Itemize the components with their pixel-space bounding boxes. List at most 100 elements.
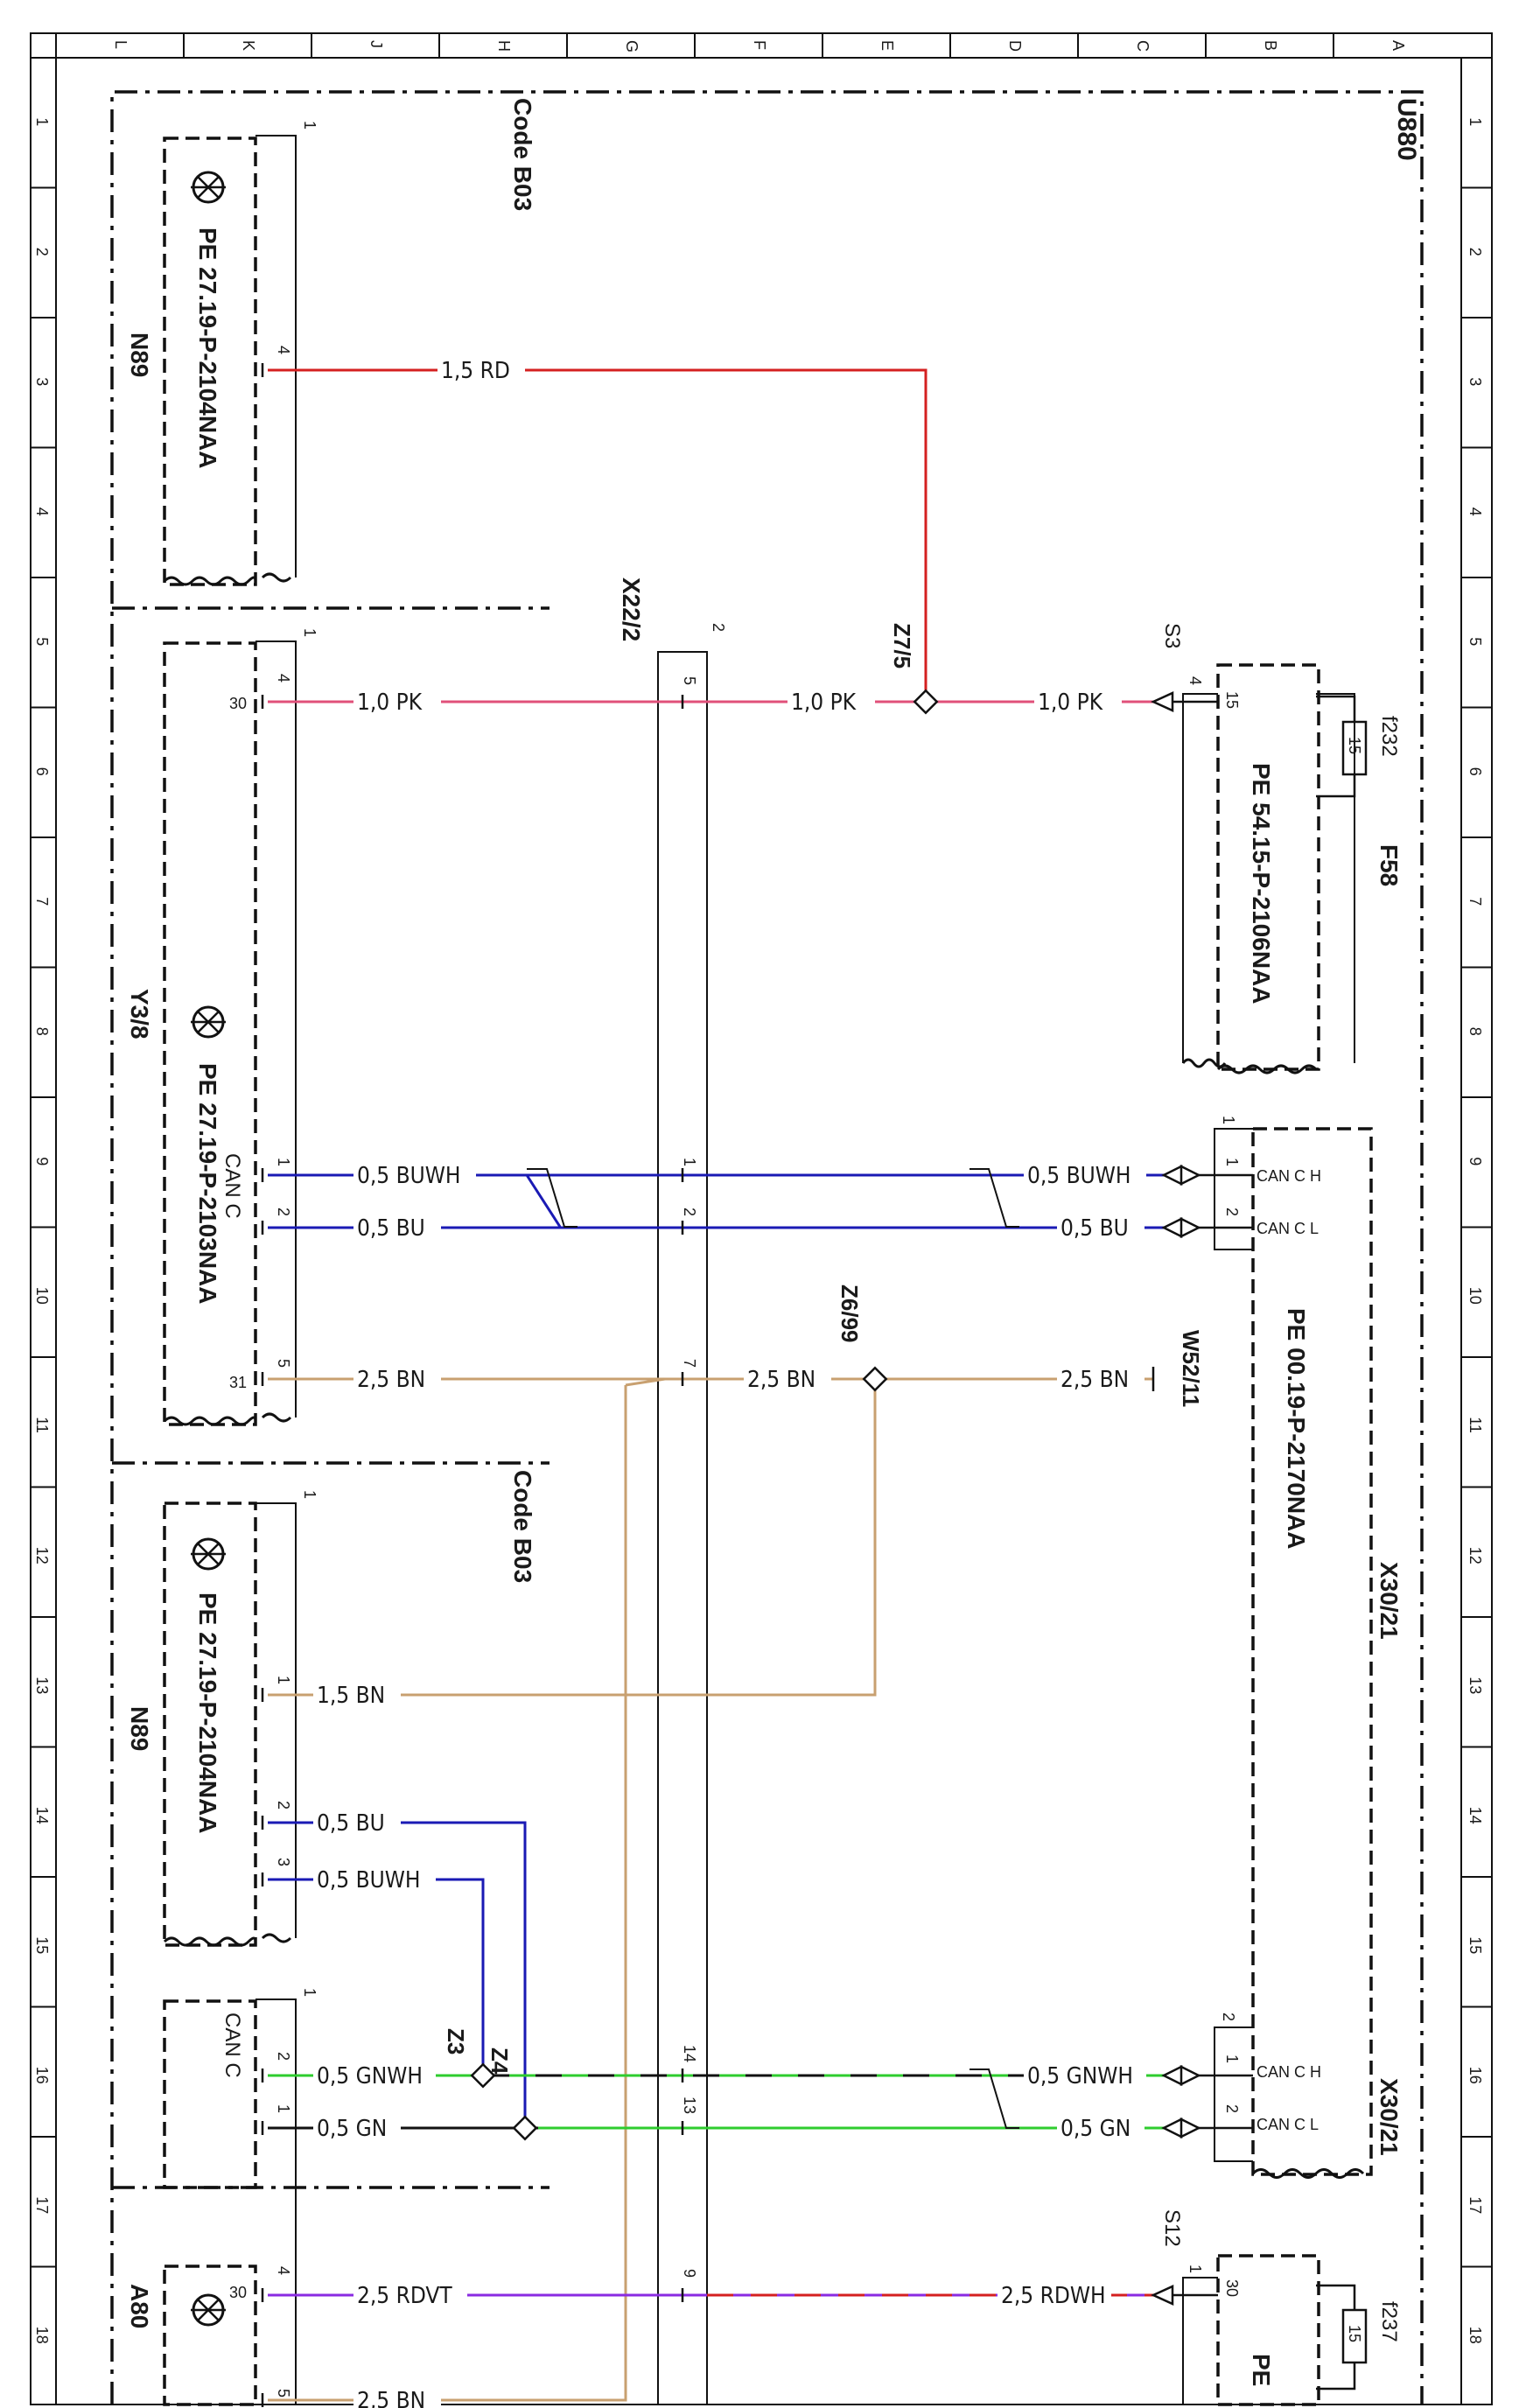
x30-21-can-l: CAN C L <box>1256 1220 1319 1237</box>
x30-21-break <box>1251 2168 1365 2179</box>
x30-21-pin-top-lower: 2 <box>1220 2012 1237 2021</box>
column-label: H <box>495 40 513 52</box>
fuse-f232-value: 15 <box>1346 737 1363 754</box>
f237-ref: PE <box>1248 2354 1275 2386</box>
f237-pin-1: 1 <box>1186 2264 1204 2273</box>
wire-label-bu-b: 0,5 BU <box>1060 1215 1129 1242</box>
row-label-right: 3 <box>1466 377 1484 386</box>
wire-label-bn-c: 2,5 BN <box>1060 1367 1129 1393</box>
f58-ref: PE 54.15-P-2106NAA <box>1248 763 1275 1004</box>
row-label-right: 11 <box>1466 1417 1484 1433</box>
n89-bottom-label: N89 <box>126 1706 153 1751</box>
wire-label-bn-b: 2,5 BN <box>747 1367 816 1393</box>
column-label: L <box>112 40 130 49</box>
wire-label-bu-c: 0,5 BU <box>317 1810 385 1837</box>
column-label: G <box>623 40 640 52</box>
n89-bottom-ref: PE 27.19-P-2104NAA <box>194 1592 221 1833</box>
wire-label-buwh-a: 0,5 BUWH <box>357 1163 461 1189</box>
connector-arrow-can-h-lower <box>1161 2064 1201 2087</box>
column-label: F <box>751 40 768 50</box>
n89-bottom-pin-2: 2 <box>275 1801 292 1810</box>
x22-2-label: X22/2 <box>618 578 645 641</box>
a80-terminal-30: 30 <box>229 2284 247 2301</box>
wire-label-pk-c: 1,0 PK <box>1038 690 1103 716</box>
x30-21-pin-1: 1 <box>1223 1158 1241 1166</box>
row-label-left: 16 <box>33 2067 51 2084</box>
row-label-right: 15 <box>1466 1936 1484 1954</box>
x30-21-pin-top: 1 <box>1220 1116 1237 1124</box>
n89-bottom-break <box>163 1933 292 1947</box>
wire-label-rdwh: 2,5 RDWH <box>1001 2283 1106 2309</box>
x22-2-pin-14: 14 <box>681 2045 698 2062</box>
lower-unit-box <box>163 1999 257 2189</box>
row-label-right: 4 <box>1466 508 1484 516</box>
f58-pin-4: 4 <box>1186 676 1204 685</box>
n89-top-box <box>163 136 257 586</box>
wire-label-pk-a: 1,0 PK <box>357 690 423 716</box>
row-label-right: 13 <box>1466 1676 1484 1694</box>
y3-8-box <box>163 641 257 1426</box>
row-label-left: 17 <box>33 2196 51 2214</box>
row-label-left: 7 <box>33 897 51 906</box>
code-label-top: Code B03 <box>509 98 536 211</box>
x22-2-pin-9: 9 <box>681 2269 698 2278</box>
f237-pin-30: 30 <box>1223 2279 1241 2297</box>
row-label-left: 4 <box>33 508 51 516</box>
x30-21-connector-bottom <box>1214 2026 1253 2162</box>
n89-top-connector <box>256 135 297 578</box>
n89-bottom-pin-3: 3 <box>275 1858 292 1866</box>
f237-box <box>1216 2254 1320 2406</box>
row-label-right: 1 <box>1466 117 1484 126</box>
wire-label-rdvt: 2,5 RDVT <box>357 2283 452 2309</box>
f58-box <box>1216 663 1320 1071</box>
frame-label: U880 <box>1392 98 1421 161</box>
row-label-left: 10 <box>33 1287 51 1305</box>
f237-fuse-label: f237 <box>1377 2301 1401 2342</box>
row-label-left: 9 <box>33 1157 51 1166</box>
wire-label-bn-d: 2,5 BN <box>357 2388 425 2408</box>
y3-8-pin-top: 1 <box>301 628 318 637</box>
row-label-left: 15 <box>33 1936 51 1954</box>
splice-z4-label: Z4 <box>486 2048 513 2075</box>
row-label-left: 13 <box>33 1676 51 1694</box>
a80-label: A80 <box>126 2284 153 2328</box>
f58-connector <box>1182 693 1218 1063</box>
y3-8-pin-2: 2 <box>275 1208 292 1216</box>
x22-2-pin-2: 2 <box>681 1208 698 1216</box>
column-label: B <box>1262 40 1279 51</box>
x22-2-pin-1: 1 <box>681 1158 698 1166</box>
lower-unit-pin-2: 2 <box>275 2052 292 2061</box>
splice-z6-99-label: Z6/99 <box>836 1284 863 1343</box>
a80-pin-4: 4 <box>275 2266 292 2275</box>
row-label-right: 6 <box>1466 767 1484 776</box>
y3-8-ref: PE 27.19-P-2103NAA <box>194 1063 221 1304</box>
fuse-f237 <box>1316 2284 1368 2390</box>
row-label-right: 12 <box>1466 1547 1484 1564</box>
y3-8-pin-1: 1 <box>275 1158 292 1166</box>
x30-21-label-lower: X30/21 <box>1376 2078 1403 2156</box>
wire-label-gnwh-b: 0,5 GNWH <box>1027 2063 1133 2090</box>
fuse-f232 <box>1316 695 1368 798</box>
row-label-left: 12 <box>33 1547 51 1564</box>
lower-unit-connector <box>256 1998 297 2404</box>
row-label-right: 9 <box>1466 1157 1484 1166</box>
n89-top-pin-top: 1 <box>301 121 318 130</box>
wire-label-bn15: 1,5 BN <box>317 1683 385 1709</box>
row-label-left: 1 <box>33 117 51 126</box>
n89-top-label: N89 <box>126 332 153 377</box>
lower-unit-pin-1: 1 <box>275 2104 292 2113</box>
column-label: C <box>1134 40 1152 52</box>
y3-8-terminal-30: 30 <box>229 695 247 712</box>
y3-8-break <box>163 1412 292 1426</box>
connector-arrow-s12 <box>1150 2285 1174 2306</box>
n89-bottom-connector <box>256 1502 297 1938</box>
ground-label: W52/11 <box>1178 1330 1204 1407</box>
row-label-left: 11 <box>33 1417 51 1433</box>
x30-21-connector-top <box>1214 1128 1253 1250</box>
wire-label-buwh-b: 0,5 BUWH <box>1027 1163 1131 1189</box>
splice-z4 <box>512 2115 538 2141</box>
a80-box <box>163 2264 257 2406</box>
row-label-right: 7 <box>1466 897 1484 906</box>
